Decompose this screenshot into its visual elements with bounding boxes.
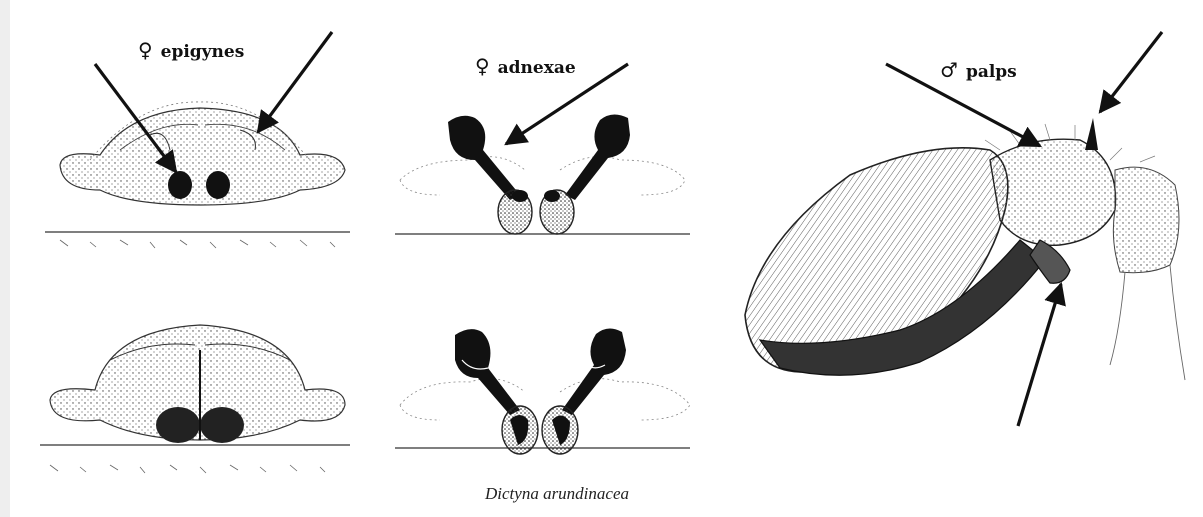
label-epigynes: ♀ epigynes <box>138 38 244 62</box>
female-symbol-icon: ♀ <box>475 54 490 78</box>
label-palps-text: palps <box>966 62 1017 82</box>
female-symbol-icon: ♀ <box>138 38 153 62</box>
page-edge-shadow <box>0 0 10 517</box>
adnexa-bottom-drawing <box>395 328 690 454</box>
label-adnexae-text: adnexae <box>498 58 576 78</box>
label-adnexae: ♀ adnexae <box>475 54 576 78</box>
male-symbol-icon: ♂ <box>940 58 958 82</box>
label-epigynes-text: epigynes <box>161 42 245 62</box>
adnexa-top-drawing <box>395 114 690 234</box>
epigyne-bottom-drawing <box>40 325 350 473</box>
arrow-palp-right <box>1100 32 1162 112</box>
label-palps: ♂ palps <box>940 58 1017 82</box>
species-caption: Dictyna arundinacea <box>485 484 629 504</box>
arrow-palp-bottom <box>1018 284 1061 426</box>
palp-drawing <box>745 118 1185 380</box>
epigyne-top-drawing <box>45 102 350 248</box>
arrow-epigyne-right <box>258 32 332 132</box>
